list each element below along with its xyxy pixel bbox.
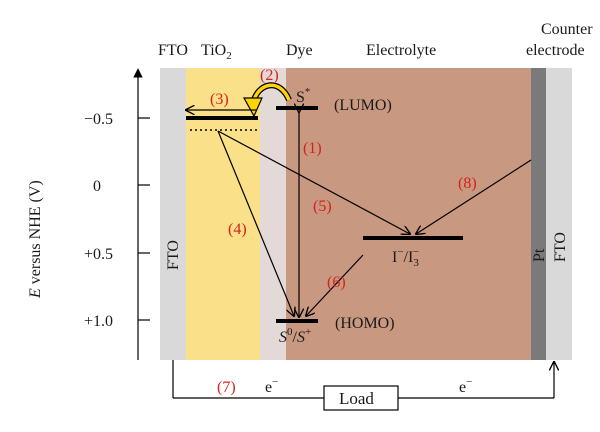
header-tio2-label: TiO2 bbox=[201, 42, 232, 62]
electron-label-right: e− bbox=[459, 376, 472, 396]
step-label-1: (1) bbox=[303, 140, 322, 157]
step-label-6: (6) bbox=[327, 274, 346, 291]
pt-layer bbox=[531, 68, 546, 360]
electron-label-left: e− bbox=[265, 376, 278, 396]
arrow-5-recombination-electrolyte bbox=[217, 130, 410, 234]
step-label-7: (7) bbox=[217, 379, 236, 396]
arrow-4-recombination-dye bbox=[217, 130, 294, 316]
step-label-5: (5) bbox=[313, 198, 332, 215]
s-star-label: S* bbox=[296, 86, 310, 106]
step-label-8: (8) bbox=[458, 175, 477, 192]
fto-right-vertical-label: FTO bbox=[552, 232, 569, 262]
step-label-3: (3) bbox=[210, 91, 229, 108]
header-electrode-label: electrode bbox=[526, 42, 585, 59]
step-label-4: (4) bbox=[228, 221, 247, 238]
y-tick-label: 0 bbox=[93, 178, 101, 195]
header-dye-label: Dye bbox=[286, 42, 313, 59]
header-electrolyte-label: Electrolyte bbox=[366, 42, 436, 59]
fto-left-layer bbox=[160, 68, 186, 360]
fto-left-vertical-label: FTO bbox=[165, 240, 182, 270]
header-fto-label: FTO bbox=[158, 42, 188, 59]
homo-label: (HOMO) bbox=[335, 315, 395, 332]
arrow-6-regeneration bbox=[306, 254, 364, 316]
y-tick-label: −0.5 bbox=[84, 111, 113, 128]
electrolyte-layer bbox=[286, 68, 531, 360]
fto-right-layer bbox=[546, 68, 572, 360]
lumo-label: (LUMO) bbox=[334, 97, 392, 114]
s0-s-plus-label: S0/S+ bbox=[279, 326, 311, 346]
step-label-2: (2) bbox=[260, 67, 279, 84]
dye-layer bbox=[260, 68, 286, 360]
load-box bbox=[323, 385, 399, 411]
y-tick-label: +0.5 bbox=[84, 246, 113, 263]
redox-label: I−/I3− bbox=[392, 246, 419, 269]
arrow-2-head bbox=[242, 97, 263, 118]
arrow-8-reduction bbox=[416, 159, 532, 234]
header-counter-label: Counter bbox=[541, 21, 593, 38]
y-tick-label: +1.0 bbox=[84, 313, 113, 330]
tio2-layer bbox=[186, 68, 260, 360]
y-axis-title: E versus NHE (V) bbox=[27, 180, 44, 299]
pt-vertical-label: Pt bbox=[531, 248, 548, 262]
load-label: Load bbox=[339, 389, 374, 408]
